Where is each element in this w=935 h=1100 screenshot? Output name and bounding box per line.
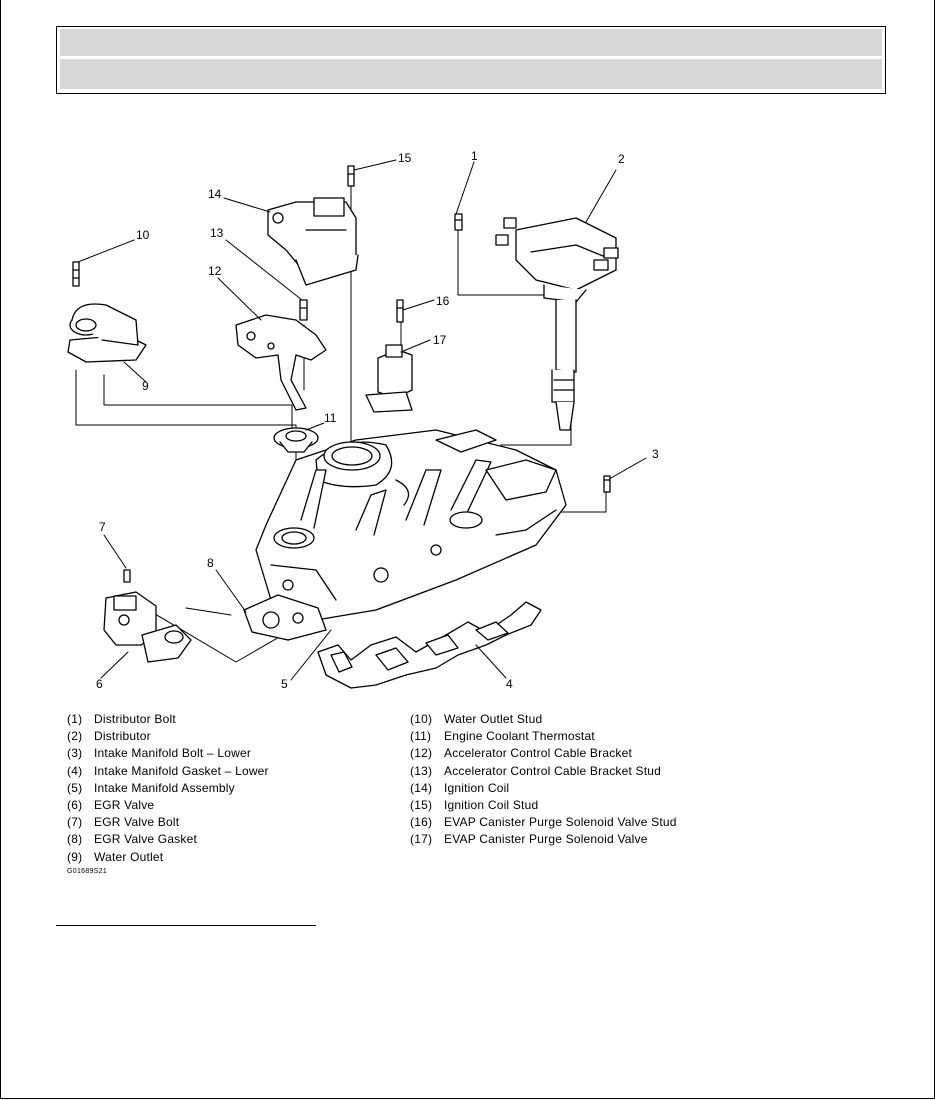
- legend-label: EGR Valve Gasket: [94, 832, 198, 847]
- legend-number: (14): [410, 780, 433, 795]
- legend-item: (9) Water Outlet: [67, 849, 269, 866]
- legend-number: (7): [67, 815, 83, 830]
- callout-11: 11: [324, 411, 337, 425]
- callout-1: 1: [471, 149, 478, 163]
- legend-label: Intake Manifold Bolt – Lower: [94, 746, 252, 761]
- legend-label: Distributor Bolt: [94, 712, 176, 726]
- legend-left-column: (1) Distributor Bolt (2) Distributor (3) In…: [67, 711, 269, 866]
- callout-16: 16: [436, 294, 450, 308]
- legend-label: EGR Valve: [94, 798, 155, 813]
- legend-number: (3): [67, 746, 83, 761]
- evap-stud-part: [396, 299, 404, 323]
- callout-9: 9: [142, 379, 149, 393]
- legend-item: (7) EGR Valve Bolt: [67, 814, 269, 831]
- egr-gasket-part: [243, 594, 327, 641]
- callout-12: 12: [208, 264, 222, 278]
- callout-10: 10: [136, 228, 150, 242]
- coil-stud-part: [347, 165, 355, 187]
- legend-number: (6): [67, 798, 83, 813]
- callout-5: 5: [281, 677, 288, 691]
- callout-8: 8: [207, 556, 214, 570]
- legend-label: Intake Manifold Assembly: [94, 780, 235, 795]
- intake-manifold-part: [255, 429, 567, 621]
- legend-label: Accelerator Control Cable Bracket: [444, 746, 633, 761]
- egr-valve-part: [103, 591, 192, 663]
- legend-item: (16) EVAP Canister Purge Solenoid Valve S…: [410, 814, 677, 831]
- callout-14: 14: [208, 187, 222, 201]
- legend-number: (5): [67, 780, 83, 795]
- bracket-stud-part: [299, 299, 308, 321]
- manifold-bolt-part: [603, 475, 611, 493]
- legend-right-column: (10) Water Outlet Stud (11) Engine Coolant…: [410, 711, 677, 849]
- evap-solenoid-part: [365, 344, 413, 413]
- legend-item: (4) Intake Manifold Gasket – Lower: [67, 763, 269, 780]
- legend-number: (4): [67, 763, 83, 778]
- thermostat-part: [273, 427, 319, 453]
- legend-item: (2) Distributor: [67, 728, 269, 745]
- legend-label: EVAP Canister Purge Solenoid Valve Stud: [444, 815, 677, 830]
- legend-item: (8) EGR Valve Gasket: [67, 831, 269, 848]
- legend-label: EVAP Canister Purge Solenoid Valve: [444, 832, 648, 847]
- legend-item: (13) Accelerator Control Cable Bracket St…: [410, 763, 677, 780]
- legend-label: Accelerator Control Cable Bracket Stud: [444, 763, 662, 778]
- legend-item: (1) Distributor Bolt: [67, 711, 269, 728]
- legend-item: (11) Engine Coolant Thermostat: [410, 728, 677, 745]
- callout-leaders: [77, 159, 647, 681]
- footer-rule: [56, 925, 316, 926]
- legend-number: (17): [410, 832, 433, 847]
- legend-label: Ignition Coil: [444, 780, 510, 795]
- legend-item: (10) Water Outlet Stud: [410, 711, 677, 728]
- water-outlet-stud-part: [72, 261, 80, 287]
- ignition-coil-part: [267, 197, 359, 286]
- legend-item: (17) EVAP Canister Purge Solenoid Valve: [410, 831, 677, 848]
- figure-code: G01689S21: [67, 868, 108, 875]
- legend-label: Water Outlet: [94, 849, 164, 864]
- legend-label: Ignition Coil Stud: [444, 798, 539, 813]
- legend-number: (1): [67, 712, 83, 726]
- legend-number: (13): [410, 763, 433, 778]
- legend-item: (6) EGR Valve: [67, 797, 269, 814]
- header-title-bar: [60, 29, 882, 57]
- distributor-part: [495, 217, 619, 431]
- callout-7: 7: [99, 520, 106, 534]
- callout-4: 4: [506, 677, 513, 691]
- document-header: [56, 26, 886, 94]
- legend-item: (14) Ignition Coil: [410, 780, 677, 797]
- legend-item: (15) Ignition Coil Stud: [410, 797, 677, 814]
- egr-bolt-part: [123, 569, 131, 583]
- water-outlet-part: [67, 303, 147, 363]
- callout-15: 15: [398, 151, 412, 165]
- lower-gasket-part: [317, 601, 542, 689]
- distributor-bolt-part: [454, 213, 463, 231]
- legend-item: (5) Intake Manifold Assembly: [67, 780, 269, 797]
- legend-label: Distributor: [94, 729, 151, 744]
- callout-13: 13: [210, 226, 224, 240]
- legend-item: (12) Accelerator Control Cable Bracket: [410, 745, 677, 762]
- callout-6: 6: [96, 677, 103, 691]
- legend-number: (11): [410, 729, 432, 744]
- legend-number: (9): [67, 849, 83, 864]
- callout-2: 2: [618, 152, 625, 166]
- callout-17: 17: [433, 333, 447, 347]
- legend-label: Water Outlet Stud: [444, 712, 543, 726]
- accelerator-bracket-part: [235, 314, 327, 411]
- intake-manifold-exploded-diagram: 1 2 3 4 5 6 7 8 9 10 11 12 13 14 15 16 1…: [67, 149, 659, 691]
- legend-number: (16): [410, 815, 433, 830]
- legend-label: Intake Manifold Gasket – Lower: [94, 763, 269, 778]
- callout-3: 3: [652, 447, 659, 461]
- callout-numbers: 1 2 3 4 5 6 7 8 9 10 11 12 13 14 15 16 1…: [96, 149, 659, 691]
- legend-number: (2): [67, 729, 83, 744]
- legend-label: EGR Valve Bolt: [94, 815, 180, 830]
- header-subtitle-bar: [60, 59, 882, 89]
- legend-number: (12): [410, 746, 433, 761]
- legend-item: (3) Intake Manifold Bolt – Lower: [67, 745, 269, 762]
- legend-number: (8): [67, 832, 83, 847]
- legend-number: (10): [410, 712, 433, 726]
- legend-number: (15): [410, 798, 433, 813]
- legend-label: Engine Coolant Thermostat: [444, 729, 595, 744]
